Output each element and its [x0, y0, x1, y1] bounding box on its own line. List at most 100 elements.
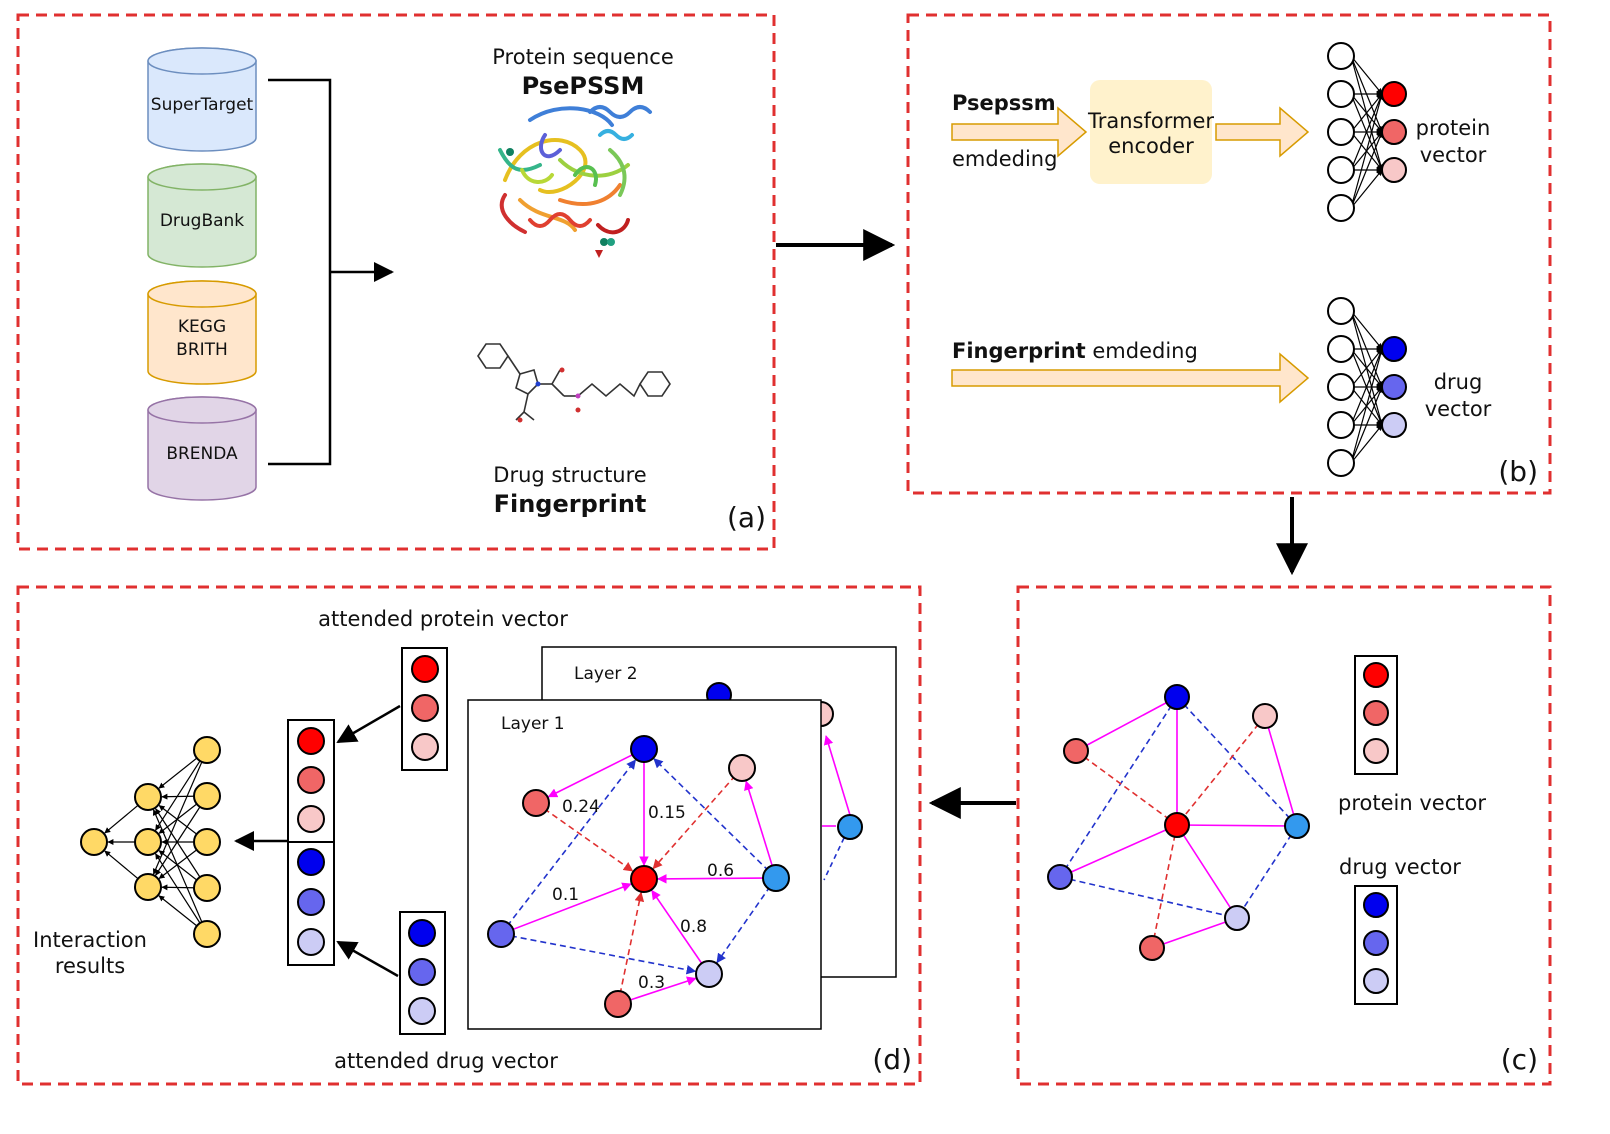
drug-vector-label: drug vector [1339, 855, 1461, 879]
graph-edge-dashed-blue [1059, 876, 1238, 919]
attention-edge-dashed-blue [716, 877, 777, 964]
database-cylinder-top [147, 280, 257, 308]
graph-node [1224, 905, 1250, 931]
panel-b-label: (b) [1498, 455, 1538, 488]
psepssm-arrow [951, 106, 1088, 158]
transformer-encoder-box [1090, 80, 1212, 184]
output-net-node [193, 920, 221, 948]
attention-edge-dashed-blue [653, 758, 777, 879]
attended-protein-node [411, 733, 439, 761]
encoder-line-1: Transformer [1087, 109, 1214, 133]
panel-c-label: (c) [1501, 1043, 1538, 1076]
output-net-node [80, 828, 108, 856]
drug-vector-box [1354, 885, 1398, 1005]
drug-net-output-node [1381, 374, 1407, 400]
protein-vector-label: protein vector [1338, 791, 1486, 815]
fingerprint-arrow [951, 352, 1310, 404]
graph-node [1164, 812, 1190, 838]
drug-vector-label-line-1: drug [1434, 370, 1483, 394]
drug-net-output-node [1381, 336, 1407, 362]
protein-net-output-node [1381, 119, 1407, 145]
protein-net-input-node [1327, 80, 1355, 108]
attended-protein-node [411, 694, 439, 722]
database-supertarget: SuperTarget [147, 47, 257, 152]
protein-vector-node [1363, 662, 1389, 688]
panel-c-border [1016, 585, 1552, 1086]
drug-vector-node [1363, 930, 1389, 956]
drug-net-input-node [1327, 373, 1355, 401]
drug-net-input-node [1327, 335, 1355, 363]
panel-d: attended protein vector Layer 2 Layer 1 … [33, 607, 912, 1076]
protein-vector-box [1354, 655, 1398, 775]
concatenated-node [297, 766, 325, 794]
attention-edge [744, 780, 777, 879]
database-label: SuperTarget [151, 95, 254, 115]
attention-edge [500, 882, 632, 935]
drug-net-edge [1350, 348, 1383, 388]
protein-vector-label-line-2: vector [1420, 143, 1487, 167]
protein-net-edge [1350, 93, 1383, 171]
interaction-prediction-network [80, 736, 221, 948]
protein-net-input-node [1327, 42, 1355, 70]
protein-structure-image [498, 105, 652, 235]
layer-1-edges [500, 748, 777, 1005]
database-label: DrugBank [160, 211, 244, 231]
protein-net-input-node [1327, 118, 1355, 146]
protein-vector-node [1363, 738, 1389, 764]
protein-net-output-node [1381, 157, 1407, 183]
layer-1-label: Layer 1 [501, 714, 565, 734]
layer-1-node [522, 789, 550, 817]
database-label: BRITH [176, 340, 228, 360]
graph-edge-dashed-red [1151, 824, 1178, 949]
attention-edge [657, 874, 777, 884]
layer-2-edge [823, 837, 845, 881]
drug-net-edge [1350, 348, 1383, 426]
protein-net-output-node [1381, 81, 1407, 107]
drug-net-input-node [1327, 411, 1355, 439]
fingerprint-label: Fingerprint emdeding [952, 339, 1198, 363]
output-net-node [193, 736, 221, 764]
drug-vector-node [1363, 892, 1389, 918]
drug-structure-image [477, 343, 671, 421]
concatenated-vector [297, 727, 325, 956]
graph-node [1164, 684, 1190, 710]
attention-edge [547, 748, 645, 798]
attended-protein-node [411, 655, 439, 683]
drug-net-input-node [1327, 449, 1355, 477]
graph-edge-solid [1151, 917, 1238, 949]
graph-edges [1059, 696, 1298, 949]
concatenated-node [297, 805, 325, 833]
drug-caption: Drug structure [493, 463, 646, 487]
attended-drug-node [408, 958, 436, 986]
attention-edge-dashed-red [652, 767, 743, 870]
attention-weight-label: 0.24 [562, 797, 600, 817]
output-net-edge [155, 808, 208, 889]
output-net-edge [155, 853, 208, 935]
protein-net-edge [1350, 131, 1383, 209]
layer-1-node [728, 754, 756, 782]
drug-vector-label-line-2: vector [1425, 397, 1492, 421]
layer-1-node [630, 865, 658, 893]
output-net-node [134, 828, 162, 856]
attended-protein-vector-box [401, 647, 448, 771]
panel-a-label: (a) [727, 501, 766, 534]
attention-edge-dashed-red [617, 891, 645, 1005]
protein-method: PsePSSM [522, 72, 645, 100]
layer-1-node [487, 920, 515, 948]
database-drugbank: DrugBank [147, 163, 257, 268]
panel-d-label: (d) [872, 1043, 912, 1076]
fingerprint-label-rest: emdeding [1086, 339, 1198, 363]
layer-2-node [837, 814, 863, 840]
drug-net-edge [1350, 348, 1384, 464]
drug-net-edges [1350, 310, 1384, 464]
output-net-node [193, 874, 221, 902]
concatenated-node [297, 727, 325, 755]
database-brenda: BRENDA [147, 396, 257, 501]
database-cylinder-top [147, 396, 257, 424]
graph-edge-solid [1264, 715, 1298, 827]
drug-net-input-node [1327, 297, 1355, 325]
